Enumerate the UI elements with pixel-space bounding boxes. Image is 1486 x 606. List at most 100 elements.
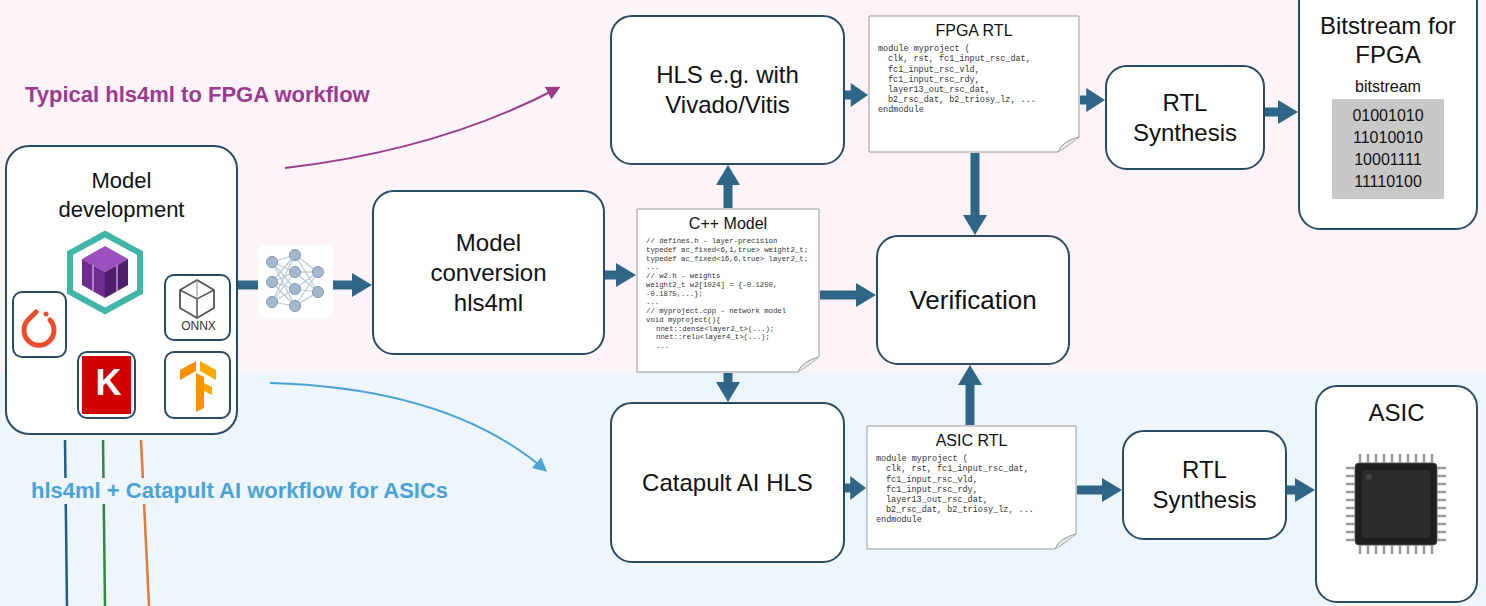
- arrow-head: [1278, 100, 1298, 124]
- code-line: clk, rst, fc1_input_rsc_dat,: [876, 464, 1067, 474]
- chip-pin: [1437, 499, 1446, 502]
- arrow-head: [958, 365, 982, 385]
- chip-pin: [1346, 467, 1355, 470]
- logo-text: K: [84, 362, 133, 404]
- binary-panel: 01001010110100101000111111110100: [1332, 99, 1444, 199]
- framework-logo: [70, 234, 140, 311]
- chip-pin: [1437, 483, 1446, 486]
- wire: [141, 440, 149, 606]
- code-line: ...: [646, 342, 810, 351]
- chip-pin: [1423, 545, 1426, 554]
- code-line: nnet::dense<layer2_t>(...);: [646, 325, 810, 334]
- box-label: RTL Synthesis: [1140, 455, 1270, 515]
- process-box: Model developmentONNXK: [5, 145, 238, 435]
- onnx-logo: [165, 275, 230, 340]
- flow-arrow: [1080, 88, 1105, 112]
- binary-row: 11010010: [1332, 127, 1444, 149]
- document-title: C++ Model: [646, 214, 810, 233]
- box-label: Bitstream for FPGA: [1313, 12, 1463, 70]
- keras-logo: [78, 352, 135, 418]
- document-outline: [637, 209, 819, 372]
- document-title: FPGA RTL: [878, 21, 1070, 40]
- chip-pin: [1346, 523, 1355, 526]
- chip-pin: [1437, 491, 1446, 494]
- chip-pin: [1367, 545, 1370, 554]
- box-label: RTL Synthesis: [1120, 88, 1250, 148]
- wire: [65, 440, 67, 606]
- code-line: endmodule: [876, 515, 1067, 525]
- code-line: endmodule: [878, 105, 1070, 115]
- process-box: RTL Synthesis: [1105, 65, 1265, 170]
- code-line: typedef ac_fixed<6,1,true> weight2_t;: [646, 246, 810, 255]
- chip-pin: [1407, 545, 1410, 554]
- arrow-head: [716, 382, 740, 402]
- arrow-head: [851, 83, 868, 107]
- chip-pin: [1346, 499, 1355, 502]
- code-line: b2_rsc_dat, b2_triosy_lz, ...: [878, 95, 1070, 105]
- process-box: HLS e.g. with Vivado/Vitis: [610, 15, 845, 165]
- flow-arrow: [1077, 478, 1122, 502]
- arrow-head: [1102, 478, 1122, 502]
- panel-caption: bitstream: [1300, 78, 1476, 96]
- network-unit: [267, 257, 278, 268]
- network-unit: [313, 287, 324, 298]
- chip-pin: [1375, 454, 1378, 463]
- box-label: Model development: [32, 167, 212, 224]
- box-content: RTL Synthesis: [1120, 88, 1250, 148]
- workflow-label: Typical hls4ml to FPGA workflow: [22, 82, 373, 108]
- chip-pin: [1367, 454, 1370, 463]
- network-icon: [267, 250, 324, 312]
- network-unit: [313, 267, 324, 278]
- doc-content: ASIC RTLmodule myproject (clk, rst, fc1_…: [866, 425, 1077, 546]
- chip-pin: [1437, 539, 1446, 542]
- code-line: nnet::relu<layer4_t>(...);: [646, 333, 810, 342]
- chip-pin: [1437, 531, 1446, 534]
- flow-arrow: [963, 153, 987, 235]
- chip-pin: [1346, 539, 1355, 542]
- doc-content: C++ Model // defines.h - layer-precisiont…: [636, 208, 820, 371]
- code-line: ...: [646, 263, 810, 272]
- chip-pin: [1346, 475, 1355, 478]
- arrow-shaft: [1265, 108, 1280, 117]
- box-label: Verification: [909, 284, 1036, 317]
- code-line: // defines.h - layer-precision: [646, 237, 810, 246]
- chip-pin: [1383, 545, 1386, 554]
- process-box: Catapult AI HLS: [610, 402, 845, 563]
- box-content: Verification: [909, 284, 1036, 317]
- chip-pin: [1399, 454, 1402, 463]
- chip-pin: [1415, 545, 1418, 554]
- box-label: Model conversion hls4ml: [409, 228, 569, 318]
- document-shape: C++ Model // defines.h - layer-precisiont…: [636, 208, 820, 373]
- chip-pin: [1437, 515, 1446, 518]
- panel-fill: [6, 146, 237, 434]
- process-box: RTL Synthesis: [1122, 430, 1287, 540]
- box-label: ASIC: [1317, 399, 1476, 427]
- code-line: void myproject(){: [646, 316, 810, 325]
- network-unit: [290, 284, 301, 295]
- code-line: weight2_t w2[1024] = {-0.1250, -0.1875,.…: [646, 281, 810, 299]
- chip-pin: [1423, 454, 1426, 463]
- code-line: b2_rsc_dat, b2_triosy_lz, ...: [876, 505, 1067, 515]
- doc-content: FPGA RTLmodule myproject (clk, rst, fc1_…: [868, 15, 1080, 136]
- workflow-label: hls4ml + Catapult AI workflow for ASICs: [28, 478, 451, 504]
- arrow-head: [352, 273, 372, 297]
- chip-pin: [1437, 523, 1446, 526]
- arrow-shaft: [966, 383, 975, 425]
- arrow-shaft: [820, 291, 858, 300]
- code-line: module myproject (: [876, 454, 1067, 464]
- panel-fill: [1316, 386, 1477, 602]
- chip-pin: [1346, 531, 1355, 534]
- document-shape: FPGA RTLmodule myproject (clk, rst, fc1_…: [868, 15, 1080, 153]
- network-icon: [258, 245, 333, 318]
- arrow-head: [616, 263, 636, 287]
- arrow-head: [716, 165, 740, 185]
- box-label: Catapult AI HLS: [642, 468, 813, 498]
- chip-pin: [1407, 454, 1410, 463]
- chip-pin: [1346, 515, 1355, 518]
- binary-row: 11110100: [1332, 171, 1444, 193]
- process-box: Model conversion hls4ml: [372, 190, 605, 355]
- box-label: HLS e.g. with Vivado/Vitis: [628, 60, 828, 120]
- process-box: Bitstream for FPGA bitstream 0100101011010…: [1298, 0, 1478, 230]
- network-unit: [290, 250, 301, 261]
- code-line: layer13_out_rsc_dat,: [876, 495, 1067, 505]
